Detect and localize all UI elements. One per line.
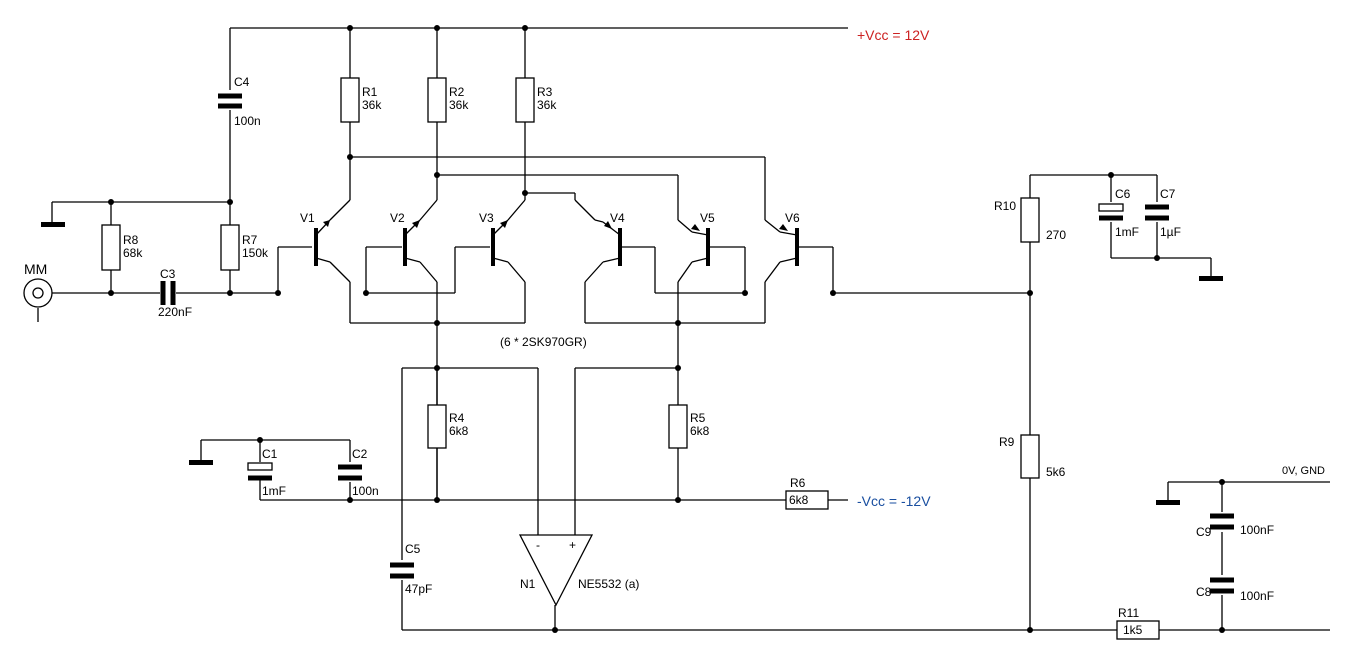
opamp-plus-label: +	[569, 538, 576, 552]
r4-value: 6k8	[449, 424, 469, 438]
r1-value: 36k	[362, 98, 382, 112]
transistor-v2-label: V2	[390, 211, 405, 225]
c6-name: C6	[1115, 187, 1131, 201]
transistor-v3	[491, 219, 509, 266]
transistor-v5-label: V5	[700, 211, 715, 225]
r4-name: R4	[449, 411, 465, 425]
junctions	[108, 25, 1225, 633]
capacitor-c4	[218, 93, 242, 109]
r6-name: R6	[790, 476, 806, 490]
c3-name: C3	[160, 267, 176, 281]
capacitor-c8	[1210, 577, 1234, 594]
r5-name: R5	[690, 411, 706, 425]
r10-value: 270	[1046, 228, 1066, 242]
opamp-n1	[518, 534, 594, 607]
transistor-v2	[403, 219, 421, 266]
resistor-r4	[427, 404, 447, 449]
r11-name: R11	[1118, 606, 1139, 620]
r9-value: 5k6	[1046, 465, 1066, 479]
c2-value: 100n	[352, 484, 379, 498]
resistor-r8	[101, 224, 121, 271]
capacitor-c7	[1145, 204, 1169, 221]
wires	[37, 27, 1330, 631]
ground-symbol	[189, 460, 213, 465]
c1-value: 1mF	[262, 484, 286, 498]
r9-name: R9	[999, 435, 1015, 449]
ground-label: 0V, GND	[1282, 465, 1325, 477]
transistor-v6-label: V6	[785, 211, 800, 225]
ground-symbol	[1156, 500, 1180, 505]
capacitor-c2	[338, 464, 362, 481]
c6-value: 1mF	[1115, 225, 1139, 239]
c8-value: 100nF	[1240, 589, 1274, 603]
c5-name: C5	[405, 542, 421, 556]
c7-name: C7	[1160, 187, 1176, 201]
transistor-v4-label: V4	[610, 211, 625, 225]
c7-value: 1µF	[1160, 225, 1181, 239]
c5-value: 47pF	[405, 582, 432, 596]
capacitor-c1	[247, 462, 273, 481]
resistor-r5	[668, 404, 688, 449]
capacitor-c9	[1210, 513, 1234, 530]
r7-value: 150k	[242, 246, 269, 260]
r3-value: 36k	[537, 98, 557, 112]
transistor-v3-label: V3	[479, 211, 494, 225]
resistor-r7	[220, 224, 240, 271]
r8-name: R8	[123, 233, 139, 247]
resistor-r6	[785, 490, 829, 510]
r8-value: 68k	[123, 246, 143, 260]
c4-value: 100n	[234, 114, 261, 128]
opamp-minus-label: -	[536, 538, 540, 552]
r6-value: 6k8	[789, 493, 809, 507]
c3-value: 220nF	[158, 305, 192, 319]
r11-value: 1k5	[1123, 623, 1143, 637]
input-label: MM	[24, 261, 47, 277]
c1-name: C1	[262, 447, 278, 461]
resistor-r3	[515, 77, 535, 123]
vcc-positive-label: +Vcc = 12V	[857, 27, 930, 43]
resistor-r2	[427, 77, 447, 123]
r3-name: R3	[537, 85, 553, 99]
r7-name: R7	[242, 233, 258, 247]
r2-name: R2	[449, 85, 465, 99]
resistor-r9	[1020, 434, 1040, 479]
r5-value: 6k8	[690, 424, 710, 438]
transistor-v1-label: V1	[300, 211, 315, 225]
transistor-v1	[314, 219, 331, 266]
opamp-name: N1	[520, 577, 536, 591]
c9-value: 100nF	[1240, 523, 1274, 537]
capacitor-c3	[160, 281, 176, 305]
c9-name: C9	[1196, 525, 1212, 539]
opamp-part: NE5532 (a)	[578, 577, 639, 591]
r2-value: 36k	[449, 98, 469, 112]
input-jack-icon	[23, 278, 53, 308]
ground-symbol	[41, 222, 65, 227]
r1-name: R1	[362, 85, 378, 99]
resistor-r1	[340, 77, 360, 123]
c8-name: C8	[1196, 585, 1212, 599]
resistor-r11	[1116, 620, 1160, 640]
resistor-r10	[1020, 197, 1040, 243]
capacitor-c6	[1098, 203, 1124, 221]
transistor-note: (6 * 2SK970GR)	[500, 335, 587, 349]
ground-symbol	[1199, 276, 1223, 281]
transistor-v6	[779, 224, 799, 266]
transistor-v4	[594, 219, 622, 266]
c4-name: C4	[234, 75, 250, 89]
capacitor-c5	[390, 562, 414, 579]
vcc-negative-label: -Vcc = -12V	[857, 493, 931, 509]
r10-name: R10	[994, 199, 1016, 213]
c2-name: C2	[352, 447, 368, 461]
transistor-v5	[691, 224, 710, 266]
